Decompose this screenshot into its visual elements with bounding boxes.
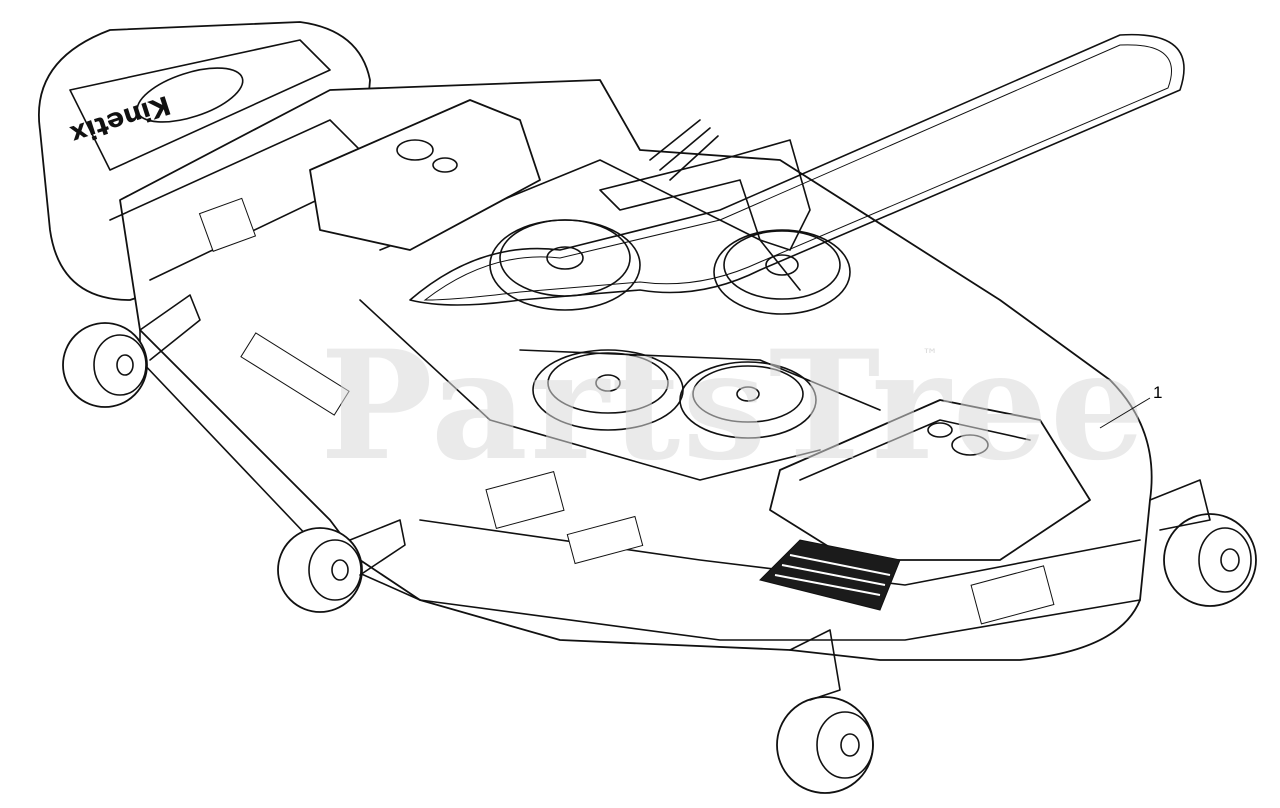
wheel-left-rear bbox=[62, 322, 148, 408]
decal-front bbox=[566, 515, 644, 565]
callout-1-leader bbox=[1099, 397, 1151, 429]
caster-bracket-right bbox=[1149, 479, 1211, 531]
deck-grate bbox=[759, 539, 901, 611]
decal-side bbox=[240, 332, 350, 416]
right-spindle-cover bbox=[769, 399, 1091, 561]
drive-belt bbox=[409, 33, 1185, 306]
caster-bracket-front bbox=[789, 629, 841, 701]
pulley-idler bbox=[713, 229, 851, 315]
pulley-left-rear bbox=[489, 219, 641, 311]
idler-arm bbox=[599, 119, 811, 251]
pulley-center-right bbox=[679, 361, 817, 439]
decal-right bbox=[970, 565, 1055, 625]
center-spindle-cover bbox=[309, 99, 541, 251]
callout-1-label: 1 bbox=[1153, 383, 1162, 402]
left-spindle-housing bbox=[69, 39, 381, 281]
wheel-front-center bbox=[776, 696, 874, 794]
wheel-left-front bbox=[277, 527, 363, 613]
caster-bracket-left-front bbox=[349, 519, 406, 576]
pulley-center-left bbox=[532, 349, 684, 431]
callout-1: 1 bbox=[1099, 383, 1162, 429]
watermark-text: PartsTree bbox=[320, 318, 1147, 494]
decal-center bbox=[485, 471, 565, 529]
wheel-right bbox=[1163, 513, 1257, 607]
watermark-trademark: ™ bbox=[922, 345, 938, 364]
caster-bracket-left-rear bbox=[139, 294, 201, 361]
